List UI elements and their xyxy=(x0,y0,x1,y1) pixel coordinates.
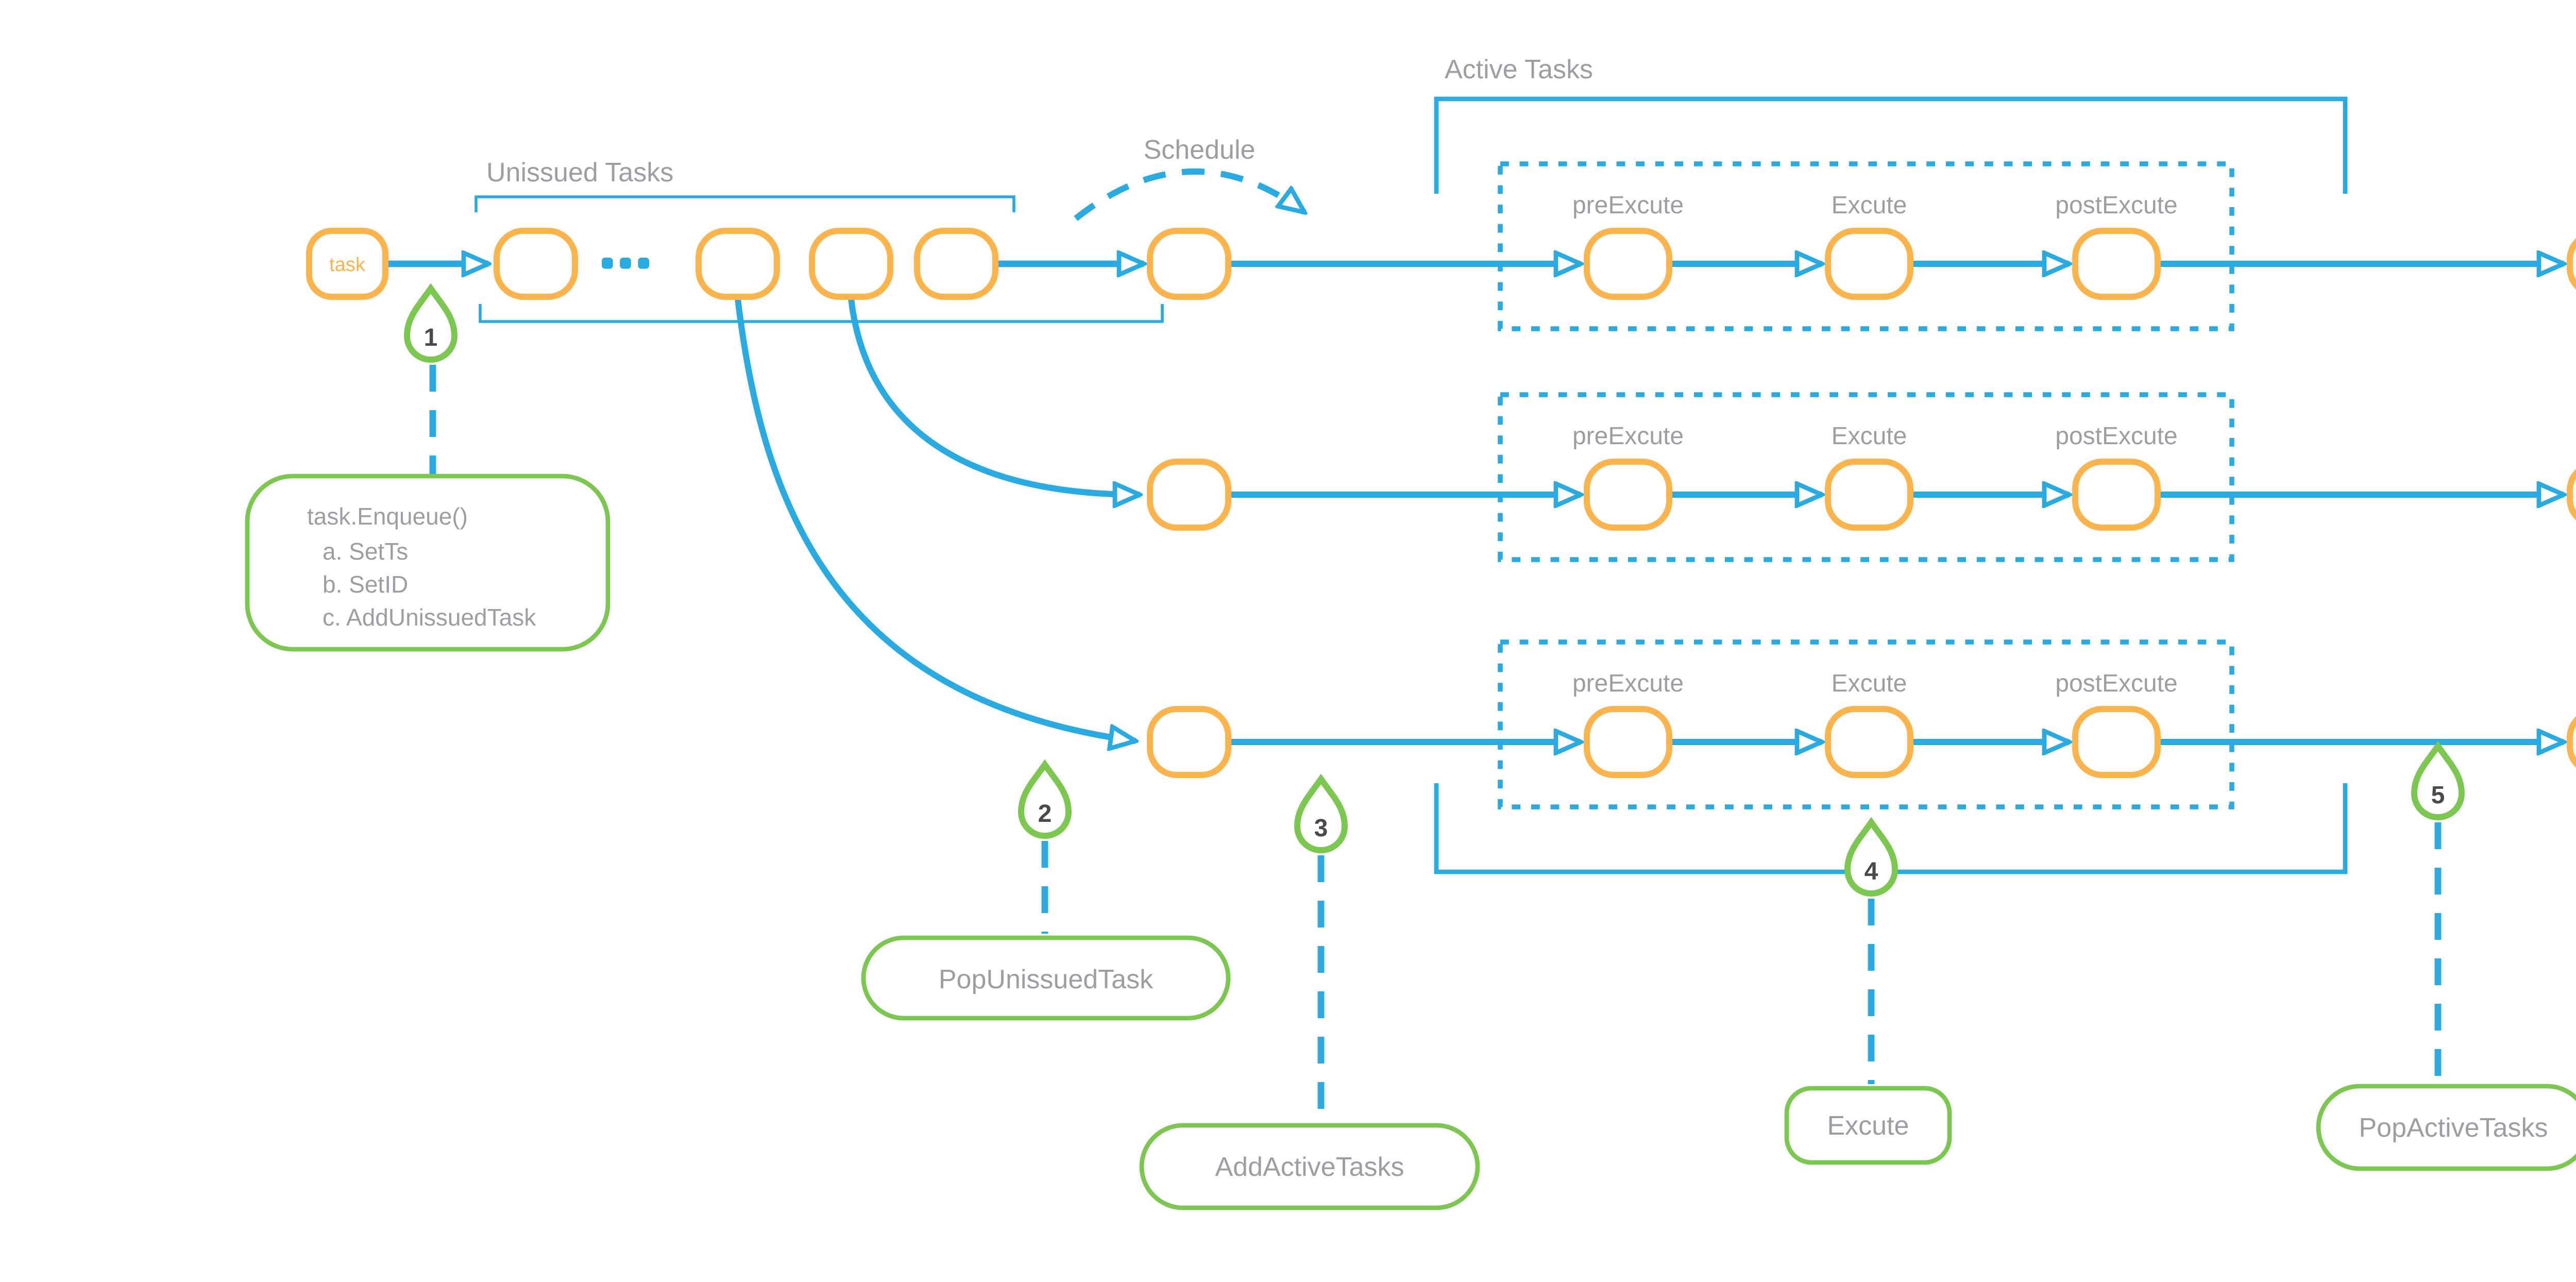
stage-label-preexcute-row3: preExcute xyxy=(1572,670,1684,697)
postexcute-node-row3 xyxy=(2072,706,2161,778)
unissued-tasks-label: Unissued Tasks xyxy=(486,158,673,188)
annotation-add-active-label: AddActiveTasks xyxy=(1215,1152,1404,1182)
annotation-pop-unissued-task: PopUnissuedTask xyxy=(861,935,1231,1021)
step-marker-number: 2 xyxy=(1038,800,1052,828)
step-marker-number: 4 xyxy=(1865,858,1878,885)
annotation-enqueue-box xyxy=(245,474,611,652)
scheduler-node-row3 xyxy=(1147,706,1231,778)
schedule-arc-arrow xyxy=(1074,168,1304,221)
annotation-add-active-tasks: AddActiveTasks xyxy=(1139,1123,1480,1210)
postexcute-node-row1 xyxy=(2072,228,2161,300)
annotation-pop-unissued-label: PopUnissuedTask xyxy=(939,965,1154,994)
annotation-pop-active-label: PopActiveTasks xyxy=(2359,1113,2548,1143)
preexcute-node-row3 xyxy=(1584,706,1672,778)
teardrop-icon xyxy=(1018,759,1072,839)
step-marker-number: 5 xyxy=(2431,782,2445,809)
annotation-enqueue-step-c: c. AddUnissuedTask xyxy=(323,604,536,631)
step-marker-number: 1 xyxy=(424,324,438,351)
stage-label-postexcute-row3: postExcute xyxy=(2055,670,2177,697)
annotation-pop-active-tasks: PopActiveTasks xyxy=(2316,1084,2576,1171)
scheduler-node-row2 xyxy=(1147,459,1231,531)
queue-ellipsis-dot xyxy=(638,258,649,269)
scheduler-node-row1 xyxy=(1147,228,1231,300)
step-marker-5: 5 xyxy=(2411,740,2465,820)
stage-label-postexcute-row1: postExcute xyxy=(2055,192,2177,219)
queue-node-3 xyxy=(809,228,893,300)
task-node-label: task xyxy=(329,254,366,276)
stage-label-preexcute-row2: preExcute xyxy=(1572,423,1684,450)
annotation-enqueue-step-a: a. SetTs xyxy=(323,538,408,565)
excute-node-row3 xyxy=(1825,706,1913,778)
curve-queue-to-scheduler-row2 xyxy=(848,298,1140,495)
teardrop-icon xyxy=(2411,740,2465,820)
stage-label-postexcute-row2: postExcute xyxy=(2055,423,2177,450)
worker-box-row1 xyxy=(1498,161,2234,331)
annotation-pop-active-box xyxy=(2316,1084,2576,1171)
unissued-bracket-top xyxy=(474,195,1015,212)
queue-node-1 xyxy=(494,228,578,300)
teardrop-icon xyxy=(1294,773,1348,853)
preexcute-node-row2 xyxy=(1584,459,1672,531)
final-node-row1 xyxy=(2567,238,2576,290)
step-marker-2: 2 xyxy=(1018,759,1072,839)
schedule-label: Schedule xyxy=(1144,135,1256,165)
stage-label-excute-row2: Excute xyxy=(1832,423,1907,450)
unissued-bracket-bottom xyxy=(479,304,1164,323)
annotation-pop-unissued-box xyxy=(861,935,1231,1021)
worker-box-row3 xyxy=(1498,639,2234,809)
stage-label-preexcute-row1: preExcute xyxy=(1572,192,1684,219)
worker-box-row2 xyxy=(1498,392,2234,562)
queue-node-4 xyxy=(914,228,998,300)
annotation-excute: Excute xyxy=(1784,1086,1952,1165)
teardrop-icon xyxy=(1844,817,1899,897)
queue-ellipsis-dot xyxy=(602,258,613,269)
annotation-enqueue-step-b: b. SetID xyxy=(323,571,408,598)
step-marker-number: 3 xyxy=(1314,815,1328,842)
queue-node-2 xyxy=(696,228,780,300)
queue-ellipsis-dot xyxy=(620,258,631,269)
step-marker-4: 4 xyxy=(1844,817,1899,897)
step-marker-3: 3 xyxy=(1294,773,1348,853)
annotation-excute-box xyxy=(1784,1086,1952,1165)
task-node xyxy=(306,228,388,300)
annotation-enqueue-title: task.Enqueue() xyxy=(307,503,468,530)
active-tasks-label: Active Tasks xyxy=(1445,55,1593,85)
stage-label-excute-row3: Excute xyxy=(1832,670,1907,697)
preexcute-node-row1 xyxy=(1584,228,1672,300)
step-marker-1: 1 xyxy=(403,283,458,363)
annotation-add-active-box xyxy=(1139,1123,1480,1210)
teardrop-icon xyxy=(403,283,458,363)
active-tasks-bracket-top xyxy=(1434,96,2348,194)
stage-label-excute-row1: Excute xyxy=(1832,192,1907,219)
annotation-excute-label: Excute xyxy=(1827,1111,1909,1141)
annotation-enqueue: task.Enqueue() a. SetTs b. SetID c. AddU… xyxy=(245,474,611,652)
final-node-row3 xyxy=(2567,716,2576,768)
final-node-row2 xyxy=(2567,469,2576,520)
excute-node-row1 xyxy=(1825,228,1913,300)
excute-node-row2 xyxy=(1825,459,1913,531)
curve-queue-to-scheduler-row3 xyxy=(735,298,1136,741)
postexcute-node-row2 xyxy=(2072,459,2161,531)
